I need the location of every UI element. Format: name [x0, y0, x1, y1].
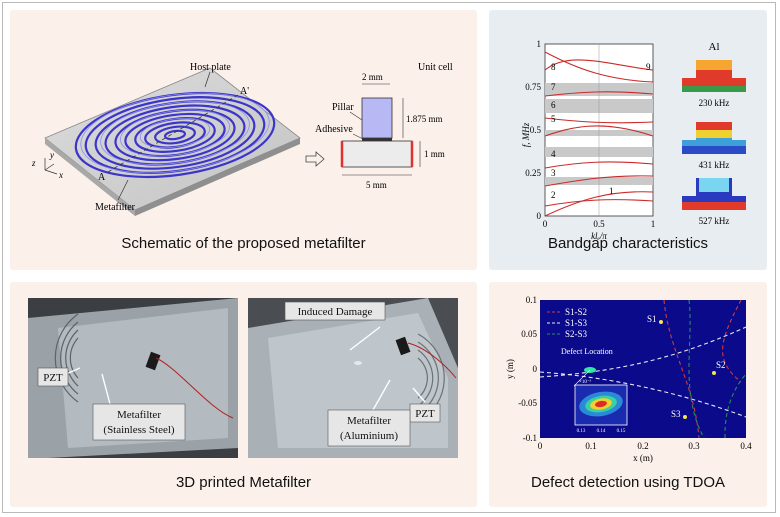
tdoa-plot: S1 S2 S3 Defect Location S1-S2 S1-S3 S2-…	[505, 295, 752, 463]
sensor-label: S1	[647, 314, 657, 324]
mode-frequency: 527 kHz	[699, 216, 730, 226]
axis-x-label: x	[58, 170, 63, 180]
y-tick-label: 0	[533, 364, 538, 374]
right-metafilter-label: Metafilter	[347, 415, 391, 427]
tdoa-plot-area	[540, 300, 746, 438]
schematic-drawing: A A' Host plate Metafilter z y x Unit ce…	[31, 62, 453, 216]
x-tick-label: 0.3	[688, 441, 700, 451]
bandgap-panel: 2 1 3 4 5 6 7 8 9 0 0.25 0.5 0.75 1 0 0.…	[489, 10, 767, 270]
inset-tick-label: 0.15	[617, 429, 626, 434]
y-tick-label: 1	[537, 39, 542, 49]
branch-label: 9	[646, 62, 651, 72]
right-pzt-label: PZT	[415, 408, 435, 420]
adhesive-layer	[362, 138, 392, 141]
mode-frequency: 230 kHz	[699, 98, 730, 108]
mode-shape-1	[682, 60, 746, 92]
y-tick-label: -0.1	[523, 433, 537, 443]
printed-panel: PZT Metafilter (Stainless Steel) Induced…	[10, 282, 477, 507]
photo-annotations: PZT Metafilter (Stainless Steel) Induced…	[37, 301, 441, 447]
metafilter-rings-photo	[54, 313, 79, 403]
zoom-inset	[574, 384, 628, 426]
material-label: Al	[709, 41, 720, 53]
sensor-markers	[659, 320, 716, 419]
x-tick-label: 0	[538, 441, 543, 451]
y-tick-label: 0.5	[530, 125, 542, 135]
metafilter-label: Metafilter	[95, 202, 136, 213]
coordinate-axes	[44, 158, 58, 175]
inset-tick-label: 0.14	[597, 429, 606, 434]
schematic-caption: Schematic of the proposed metafilter	[121, 235, 366, 252]
branch-label: 1	[609, 186, 614, 196]
mode-frequency: 431 kHz	[699, 160, 730, 170]
branch-label: 5	[551, 114, 556, 124]
schematic-panel: A A' Host plate Metafilter z y x Unit ce…	[10, 10, 477, 270]
axis-y-label: y	[49, 150, 54, 160]
y-axis-label: f, MHz	[521, 122, 531, 147]
y-tick-label: 0.75	[525, 82, 541, 92]
left-material-label: (Stainless Steel)	[103, 424, 175, 436]
hyperbola-curves	[539, 299, 747, 439]
branch-label: 3	[551, 168, 556, 178]
detection-caption: Defect detection using TDOA	[531, 474, 725, 491]
right-material-label: (Aluminium)	[340, 430, 398, 442]
sensor-label: S2	[716, 360, 726, 370]
defect-location-label: Defect Location	[561, 347, 613, 356]
dim-pillar-height: 1.875 mm	[406, 114, 443, 124]
branch-label: 4	[551, 149, 556, 159]
y-tick-label: 0	[537, 211, 542, 221]
x-tick-label: 0.5	[593, 219, 605, 229]
y-tick-label: -0.05	[518, 398, 537, 408]
unit-cell-label: Unit cell	[418, 62, 453, 73]
induced-damage-label: Induced Damage	[298, 306, 373, 318]
tdoa-legend: S1-S2 S1-S3 S2-S3	[547, 307, 588, 339]
unit-cell-base	[341, 140, 413, 168]
inset-exponent: ×10⁻³	[579, 379, 591, 385]
mode-shape-2	[682, 122, 746, 154]
x-axis-label: x (m)	[633, 453, 653, 463]
x-tick-label: 0.2	[637, 441, 648, 451]
x-tick-label: 0.4	[740, 441, 752, 451]
legend-item: S1-S3	[565, 318, 588, 328]
mode-shape-3	[682, 178, 746, 210]
plate-side-left	[45, 138, 135, 216]
y-axis-label: y (m)	[505, 359, 515, 379]
legend-item: S2-S3	[565, 329, 588, 339]
inset-tick-label: 0.13	[577, 429, 586, 434]
arrow-icon	[305, 151, 325, 167]
axis-z-label: z	[31, 158, 36, 168]
branch-label: 7	[551, 82, 556, 92]
x-tick-label: 1	[651, 219, 656, 229]
section-a-label: A	[98, 172, 106, 183]
x-axis-label: klₑ/π	[591, 231, 607, 241]
adhesive-label: Adhesive	[315, 124, 353, 135]
plate-side-right	[135, 138, 300, 216]
left-metafilter-label: Metafilter	[117, 409, 161, 421]
host-plate-label: Host plate	[190, 62, 231, 73]
dim-base-width: 5 mm	[366, 180, 387, 190]
branch-label: 6	[551, 100, 556, 110]
detection-panel: S1 S2 S3 Defect Location S1-S2 S1-S3 S2-…	[489, 282, 767, 507]
section-a-prime-label: A'	[240, 86, 249, 97]
dim-pillar-width: 2 mm	[362, 72, 383, 82]
branch-label: 8	[551, 62, 556, 72]
legend-item: S1-S2	[565, 307, 587, 317]
y-tick-label: 0.25	[525, 168, 541, 178]
bandgap-caption: Bandgap characteristics	[547, 235, 709, 252]
y-tick-label: 0.1	[526, 295, 537, 305]
pillar-label: Pillar	[332, 102, 354, 113]
bandgap-chart: 2 1 3 4 5 6 7 8 9 0 0.25 0.5 0.75 1 0 0.…	[521, 39, 746, 241]
branch-label: 2	[551, 190, 556, 200]
y-tick-label: 0.05	[521, 329, 537, 339]
sensor-label: S3	[671, 409, 681, 419]
x-tick-label: 0	[543, 219, 548, 229]
dim-base-height: 1 mm	[424, 149, 445, 159]
pillar	[361, 97, 393, 139]
x-tick-label: 0.1	[585, 441, 596, 451]
dispersion-curves	[544, 51, 654, 217]
printed-caption: 3D printed Metafilter	[175, 474, 312, 491]
left-pzt-label: PZT	[43, 372, 63, 384]
